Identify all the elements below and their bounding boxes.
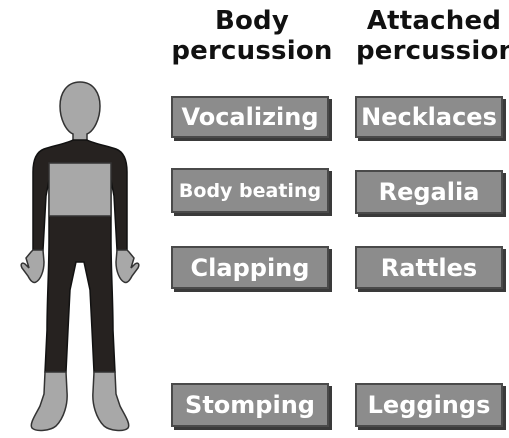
figure-left-hand xyxy=(21,250,44,283)
necklaces-box: Necklaces xyxy=(355,96,503,138)
body-percussion-header-line1: Body xyxy=(168,6,336,36)
clapping-box: Clapping xyxy=(171,246,329,289)
figure-left-foot xyxy=(31,372,67,430)
regalia-box: Regalia xyxy=(355,170,503,214)
body-percussion-header: Body percussion xyxy=(168,6,336,66)
human-figure xyxy=(0,0,160,438)
body-percussion-header-line2: percussion xyxy=(168,36,336,66)
attached-percussion-header: Attached percussion xyxy=(356,6,509,66)
attached-percussion-header-line1: Attached xyxy=(356,6,509,36)
leggings-box: Leggings xyxy=(355,383,503,427)
vocalizing-box: Vocalizing xyxy=(171,96,329,138)
figure-right-foot xyxy=(93,372,129,430)
figure-right-hand xyxy=(116,250,139,283)
rattles-box: Rattles xyxy=(355,246,503,289)
stomping-box: Stomping xyxy=(171,383,329,427)
body-beating-box: Body beating xyxy=(171,168,329,213)
attached-percussion-header-line2: percussion xyxy=(356,36,509,66)
figure-chest-highlight xyxy=(49,163,111,216)
figure-head xyxy=(60,82,100,142)
